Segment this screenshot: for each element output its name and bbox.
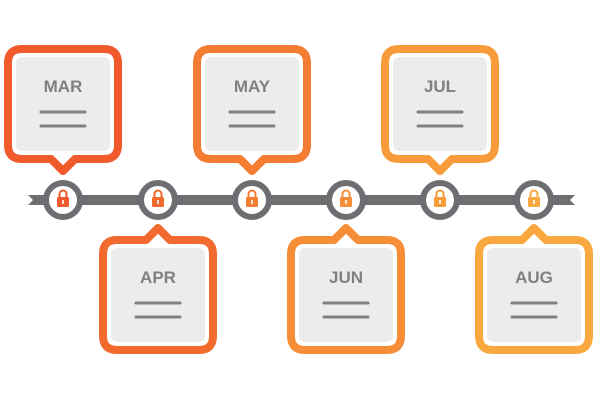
- lock-icon: [57, 189, 69, 207]
- callout-panel: [487, 248, 581, 342]
- callout-panel: [393, 57, 487, 151]
- month-label: MAR: [44, 77, 83, 96]
- lock-icon: [434, 189, 446, 207]
- month-label: AUG: [515, 268, 553, 287]
- milestone-may: MAY: [193, 45, 311, 220]
- milestone-jul: JUL: [381, 45, 499, 220]
- timeline-node: [326, 180, 366, 220]
- timeline-axis: [28, 195, 575, 205]
- timeline-node: [43, 180, 83, 220]
- callout-panel: [299, 248, 393, 342]
- milestone-mar: MAR: [4, 45, 122, 220]
- timeline-node: [514, 180, 554, 220]
- callout-panel: [111, 248, 205, 342]
- month-label: JUN: [329, 268, 363, 287]
- milestone-jun: JUN: [287, 180, 405, 354]
- month-label: JUL: [424, 77, 456, 96]
- timeline-node: [232, 180, 272, 220]
- month-label: APR: [140, 268, 176, 287]
- timeline-node: [138, 180, 178, 220]
- lock-icon: [152, 189, 164, 207]
- lock-icon: [340, 189, 352, 207]
- month-label: MAY: [234, 77, 271, 96]
- milestone-aug: AUG: [475, 180, 593, 354]
- milestone-apr: APR: [99, 180, 217, 354]
- callout-panel: [16, 57, 110, 151]
- lock-icon: [528, 189, 540, 207]
- timeline-node: [420, 180, 460, 220]
- callout-panel: [205, 57, 299, 151]
- lock-icon: [246, 189, 258, 207]
